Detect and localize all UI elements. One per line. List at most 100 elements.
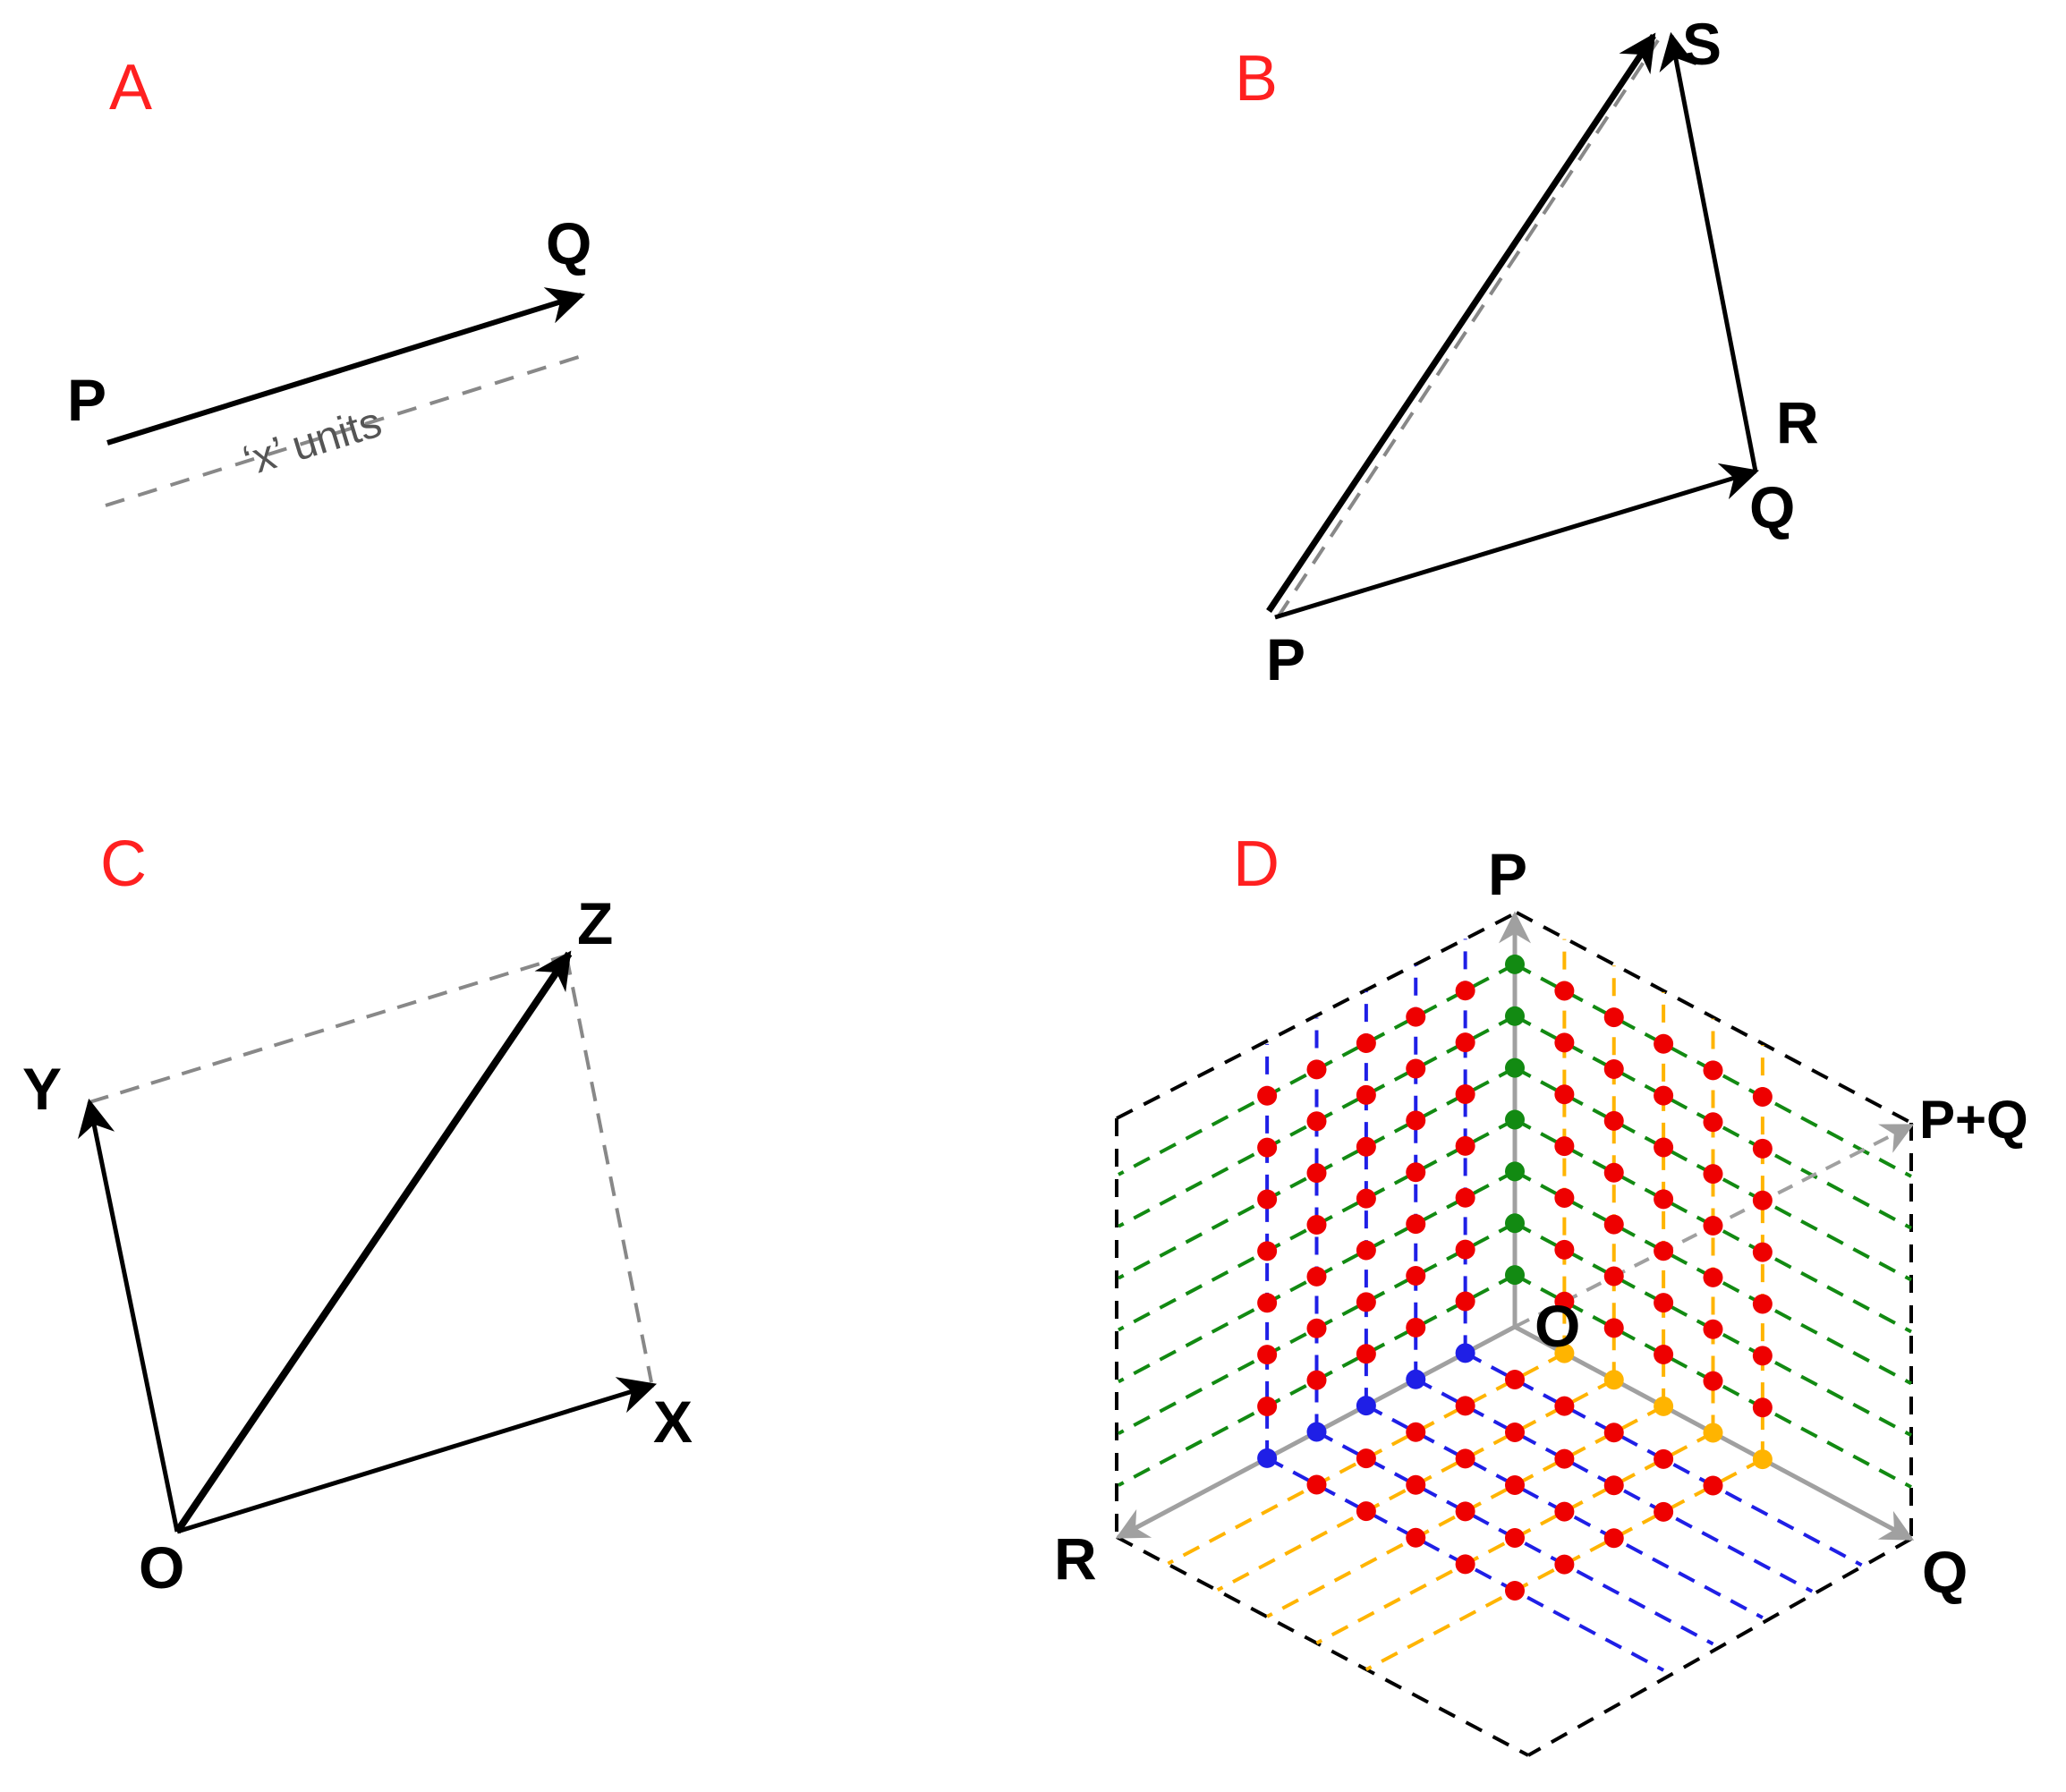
red-intersection-dot [1505,1581,1525,1601]
point-s-label: S [1682,11,1722,77]
green-grid-line [1514,1273,1912,1489]
red-intersection-dot [1603,1059,1624,1079]
red-intersection-dot [1603,1162,1624,1183]
red-intersection-dot [1603,1266,1624,1287]
red-intersection-dot [1257,1085,1278,1106]
orange-axis-dot [1603,1370,1624,1390]
red-intersection-dot [1554,1501,1575,1522]
red-intersection-dot [1554,1188,1575,1208]
red-intersection-dot [1752,1138,1773,1159]
red-intersection-dot [1257,1293,1278,1313]
point-y-label: Y [22,1056,62,1122]
green-axis-dot [1505,954,1525,974]
vector-ox [176,1377,658,1534]
green-axis-dot [1505,1109,1525,1130]
red-intersection-dot [1455,1501,1475,1522]
red-intersection-dot [1703,1319,1723,1339]
green-axis-dot [1505,1265,1525,1286]
resultant-dashed-line [1276,38,1660,619]
axis-q-label: Q [1922,1539,1968,1605]
red-intersection-dot [1703,1267,1723,1287]
red-intersection-dot [1703,1060,1723,1081]
red-intersection-dot [1356,1084,1376,1105]
red-intersection-dot [1603,1214,1624,1235]
point-q-label: Q [546,210,591,276]
red-intersection-dot [1406,1110,1426,1131]
red-intersection-dot [1306,1318,1327,1338]
axis-p-plus-q-label: P+Q [1919,1090,2028,1150]
red-intersection-dot [1554,1084,1575,1105]
green-grid-line [1514,963,1912,1178]
panel-letter-b: B [1235,43,1278,115]
green-axis-dot [1505,1161,1525,1182]
point-o-label: O [139,1534,184,1601]
red-intersection-dot [1356,1448,1376,1469]
axis-r-label: R [1054,1525,1097,1592]
red-intersection-dot [1505,1475,1525,1495]
red-intersection-dot [1505,1528,1525,1548]
green-grid-line [1514,1221,1912,1438]
orange-axis-dot [1752,1449,1773,1470]
vector-ps [1266,32,1656,613]
distance-dashed-line [105,354,582,507]
red-intersection-dot [1257,1137,1278,1158]
blue-grid-line [1464,1351,1863,1567]
red-intersection-dot [1752,1397,1773,1418]
red-intersection-dot [1406,1214,1426,1235]
point-q-label: Q [1749,474,1795,540]
red-intersection-dot [1406,1162,1426,1183]
red-intersection-dot [1406,1317,1426,1338]
red-intersection-dot [1257,1345,1278,1365]
red-intersection-dot [1406,1474,1426,1495]
panel-letter-a: A [109,52,152,123]
blue-axis-dot [1306,1422,1327,1442]
red-intersection-dot [1306,1370,1327,1390]
panel-a: A P Q ‘x’ units [67,52,591,507]
red-intersection-dot [1406,1266,1426,1286]
red-intersection-dot [1455,1291,1475,1312]
axis-p-label: P [1488,841,1527,907]
green-axis-dot [1505,1213,1525,1234]
red-intersection-dot [1554,1136,1575,1157]
red-intersection-dot [1554,1291,1575,1312]
red-intersection-dot [1306,1059,1327,1080]
red-intersection-dot [1554,1396,1575,1416]
blue-axis-dot [1455,1343,1475,1363]
vector-oy [77,1098,180,1533]
red-intersection-dot [1703,1475,1723,1496]
red-intersection-dot [1406,1006,1426,1027]
red-intersection-dot [1455,1084,1475,1104]
red-intersection-dot [1554,1239,1575,1260]
point-p-label: P [67,367,106,433]
red-intersection-dot [1703,1112,1723,1133]
red-intersection-dot [1455,1187,1475,1208]
red-intersection-dot [1505,1423,1525,1442]
red-intersection-dot [1356,1188,1376,1209]
vector-pq [106,287,586,446]
red-intersection-dot [1306,1474,1327,1495]
red-intersection-dot [1554,1554,1575,1575]
red-intersection-dot [1455,1396,1475,1416]
red-intersection-dot [1356,1344,1376,1364]
red-intersection-dot [1455,981,1475,1001]
red-intersection-dot [1654,1345,1674,1364]
red-intersection-dot [1654,1085,1674,1106]
red-intersection-dot [1257,1397,1278,1416]
parallelogram-right-dashed [565,955,653,1383]
vector-pq [1274,463,1760,620]
red-intersection-dot [1455,1239,1475,1260]
blue-grid-line [1415,1377,1814,1593]
red-intersection-dot [1406,1422,1426,1442]
red-intersection-dot [1306,1111,1327,1132]
green-axis-dot [1505,1057,1525,1078]
orange-axis-dot [1703,1423,1723,1443]
red-intersection-dot [1554,1448,1575,1469]
red-intersection-dot [1257,1241,1278,1261]
red-intersection-dot [1455,1554,1475,1575]
blue-grid-line [1365,1404,1764,1619]
blue-grid-line [1315,1430,1714,1646]
red-intersection-dot [1455,1032,1475,1053]
parallelogram-top-dashed [89,954,567,1104]
vector-rs [1659,31,1758,472]
red-intersection-dot [1752,1294,1773,1314]
